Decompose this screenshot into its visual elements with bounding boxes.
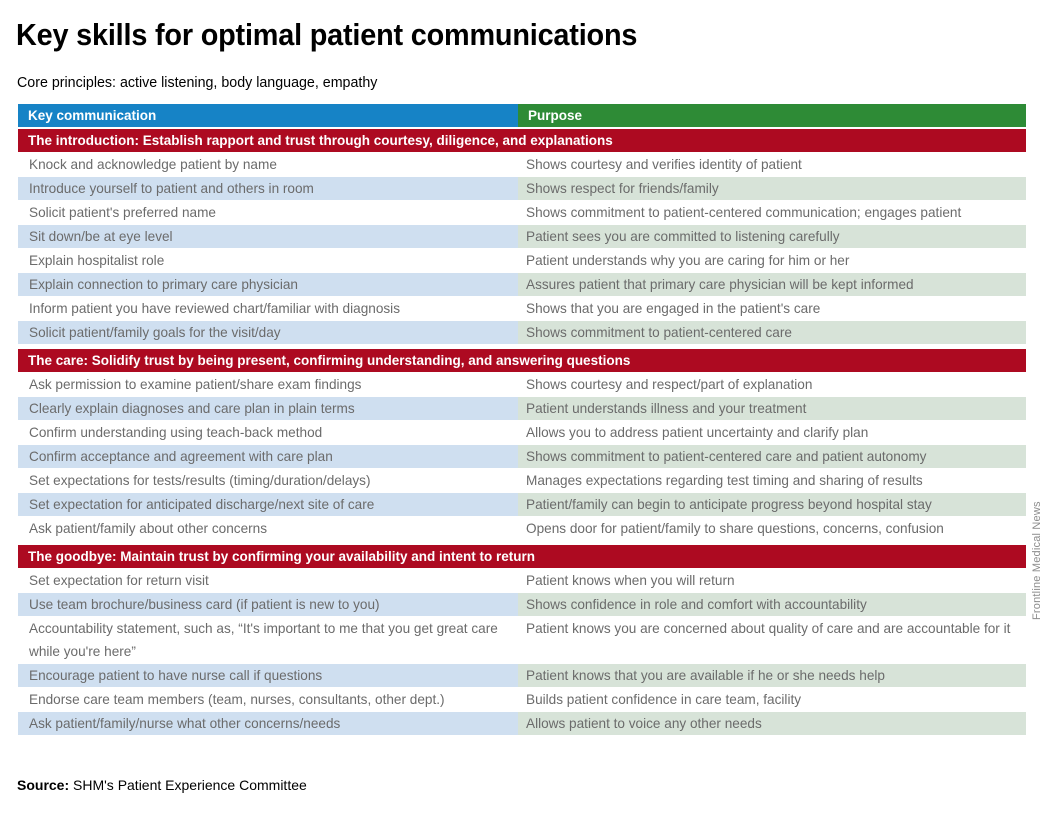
cell-key-communication: Ask permission to examine patient/share … xyxy=(18,373,518,396)
table-row: Clearly explain diagnoses and care plan … xyxy=(18,397,1026,420)
cell-key-communication: Explain hospitalist role xyxy=(18,249,518,272)
cell-purpose: Patient sees you are committed to listen… xyxy=(518,225,1026,248)
column-header-key-communication: Key communication xyxy=(18,104,518,127)
source-label: Source: xyxy=(17,777,70,793)
cell-key-communication: Ask patient/family/nurse what other conc… xyxy=(18,712,518,735)
cell-purpose: Shows confidence in role and comfort wit… xyxy=(518,593,1026,616)
table-row: Accountability statement, such as, “It's… xyxy=(18,617,1026,663)
section-heading: The introduction: Establish rapport and … xyxy=(18,129,1026,152)
cell-purpose: Shows commitment to patient-centered com… xyxy=(518,201,1026,224)
cell-purpose: Shows commitment to patient-centered car… xyxy=(518,445,1026,468)
skills-table: Key communication Purpose The introducti… xyxy=(18,104,1026,736)
cell-purpose: Allows patient to voice any other needs xyxy=(518,712,1026,735)
cell-key-communication: Sit down/be at eye level xyxy=(18,225,518,248)
cell-purpose: Builds patient confidence in care team, … xyxy=(518,688,1026,711)
cell-purpose: Shows commitment to patient-centered car… xyxy=(518,321,1026,344)
cell-key-communication: Explain connection to primary care physi… xyxy=(18,273,518,296)
table-row: Ask patient/family/nurse what other conc… xyxy=(18,712,1026,735)
publisher-credit: Frontline Medical News xyxy=(1031,501,1043,620)
table-row: Solicit patient/family goals for the vis… xyxy=(18,321,1026,344)
table-row: Use team brochure/business card (if pati… xyxy=(18,593,1026,616)
cell-purpose: Opens door for patient/family to share q… xyxy=(518,517,1026,540)
cell-key-communication: Set expectation for anticipated discharg… xyxy=(18,493,518,516)
section-heading: The goodbye: Maintain trust by confirmin… xyxy=(18,545,1026,568)
cell-key-communication: Accountability statement, such as, “It's… xyxy=(18,617,518,663)
cell-key-communication: Confirm understanding using teach-back m… xyxy=(18,421,518,444)
table-row: Inform patient you have reviewed chart/f… xyxy=(18,297,1026,320)
cell-key-communication: Encourage patient to have nurse call if … xyxy=(18,664,518,687)
table-row: Confirm understanding using teach-back m… xyxy=(18,421,1026,444)
cell-purpose: Patient knows you are concerned about qu… xyxy=(518,617,1026,663)
source-value: SHM's Patient Experience Committee xyxy=(69,777,307,793)
cell-key-communication: Use team brochure/business card (if pati… xyxy=(18,593,518,616)
cell-purpose: Shows respect for friends/family xyxy=(518,177,1026,200)
section-heading: The care: Solidify trust by being presen… xyxy=(18,349,1026,372)
table-header-row: Key communication Purpose xyxy=(18,104,1026,127)
table-row: Encourage patient to have nurse call if … xyxy=(18,664,1026,687)
cell-key-communication: Endorse care team members (team, nurses,… xyxy=(18,688,518,711)
table-row: Set expectation for anticipated discharg… xyxy=(18,493,1026,516)
cell-purpose: Shows courtesy and respect/part of expla… xyxy=(518,373,1026,396)
cell-key-communication: Solicit patient's preferred name xyxy=(18,201,518,224)
table-row: Ask permission to examine patient/share … xyxy=(18,373,1026,396)
cell-purpose: Manages expectations regarding test timi… xyxy=(518,469,1026,492)
table-row: Confirm acceptance and agreement with ca… xyxy=(18,445,1026,468)
cell-purpose: Patient knows when you will return xyxy=(518,569,1026,592)
cell-purpose: Patient understands why you are caring f… xyxy=(518,249,1026,272)
cell-purpose: Patient knows that you are available if … xyxy=(518,664,1026,687)
table-row: Introduce yourself to patient and others… xyxy=(18,177,1026,200)
cell-key-communication: Introduce yourself to patient and others… xyxy=(18,177,518,200)
cell-key-communication: Solicit patient/family goals for the vis… xyxy=(18,321,518,344)
page-title: Key skills for optimal patient communica… xyxy=(16,17,638,52)
cell-purpose: Assures patient that primary care physic… xyxy=(518,273,1026,296)
cell-key-communication: Confirm acceptance and agreement with ca… xyxy=(18,445,518,468)
cell-purpose: Shows that you are engaged in the patien… xyxy=(518,297,1026,320)
source-note: Source: SHM's Patient Experience Committ… xyxy=(17,776,307,794)
cell-key-communication: Set expectations for tests/results (timi… xyxy=(18,469,518,492)
cell-key-communication: Knock and acknowledge patient by name xyxy=(18,153,518,176)
table-row: Explain connection to primary care physi… xyxy=(18,273,1026,296)
page-subtitle: Core principles: active listening, body … xyxy=(17,74,378,91)
cell-purpose: Patient/family can begin to anticipate p… xyxy=(518,493,1026,516)
cell-purpose: Patient understands illness and your tre… xyxy=(518,397,1026,420)
table-row: Set expectations for tests/results (timi… xyxy=(18,469,1026,492)
cell-key-communication: Clearly explain diagnoses and care plan … xyxy=(18,397,518,420)
column-header-purpose: Purpose xyxy=(518,104,1026,127)
cell-purpose: Allows you to address patient uncertaint… xyxy=(518,421,1026,444)
cell-key-communication: Ask patient/family about other concerns xyxy=(18,517,518,540)
cell-key-communication: Set expectation for return visit xyxy=(18,569,518,592)
table-row: Endorse care team members (team, nurses,… xyxy=(18,688,1026,711)
table-sections: The introduction: Establish rapport and … xyxy=(18,129,1026,735)
cell-purpose: Shows courtesy and verifies identity of … xyxy=(518,153,1026,176)
cell-key-communication: Inform patient you have reviewed chart/f… xyxy=(18,297,518,320)
